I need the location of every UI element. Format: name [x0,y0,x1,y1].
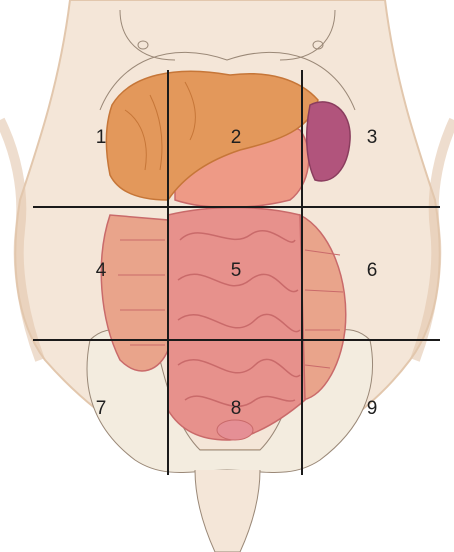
region-label: 5 [231,260,242,281]
region-label: 6 [367,260,378,281]
region-label: 4 [96,260,107,281]
region-label: 9 [367,398,378,419]
region-label: 2 [231,127,242,148]
region-label: 1 [96,127,107,148]
region-label: 8 [231,398,242,419]
region-label: 7 [96,398,107,419]
region-label: 3 [367,127,378,148]
